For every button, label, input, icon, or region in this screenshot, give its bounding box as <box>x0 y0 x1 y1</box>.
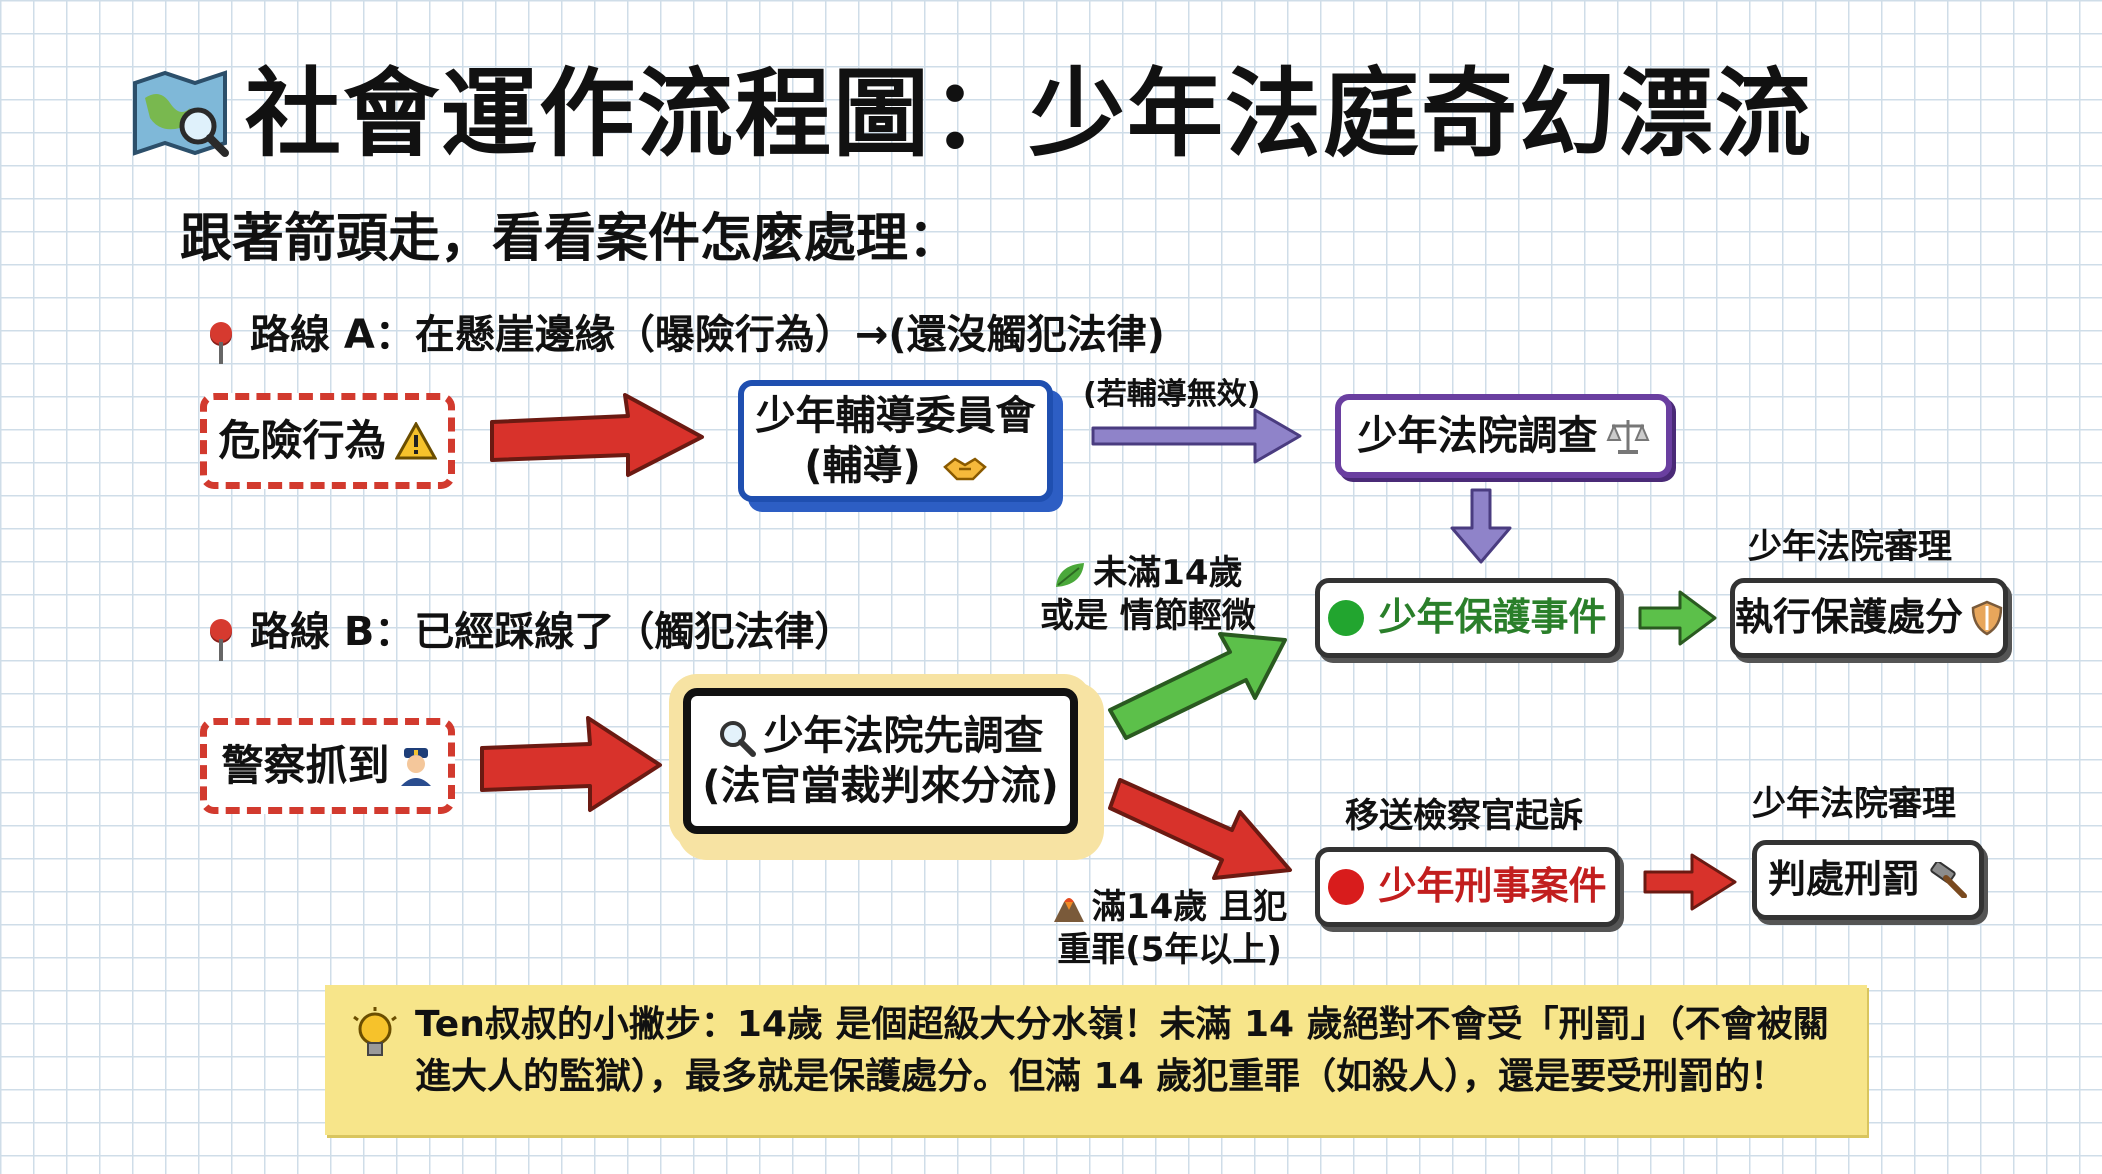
route-b-label: 路線 B：已經踩線了（觸犯法律） <box>210 599 854 661</box>
court-investigation-box: 少年法院調查 <box>1335 394 1672 478</box>
police-box: 警察抓到 <box>200 718 455 814</box>
page-title: 社會運作流程圖：少年法庭奇幻漂流 <box>245 58 1813 170</box>
shield-icon <box>1971 600 2003 636</box>
arrow-guidance-to-investigation <box>1091 408 1302 464</box>
route-a-label: 路線 A：在懸崖邊緣（曝險行為）→(還沒觸犯法律) <box>210 302 1165 364</box>
protective-measure-box: 執行保護處分 <box>1730 578 2008 658</box>
guidance-committee-box: 少年輔導委員會 (輔導) <box>738 380 1053 502</box>
tip-line-1: Ten叔叔的小撇步：14歲 是個超級大分水嶺！未滿 14 歲絕對不會受「刑罰」（… <box>415 1004 1829 1045</box>
page-subtitle: 跟著箭頭走，看看案件怎麼處理： <box>180 209 961 269</box>
handshake-icon <box>942 457 987 481</box>
tip-box: Ten叔叔的小撇步：14歲 是個超級大分水嶺！未滿 14 歲絕對不會受「刑罰」（… <box>325 985 1867 1135</box>
criminal-case-box: 少年刑事案件 <box>1315 847 1620 927</box>
criminal-court-label: 少年法院審理 <box>1752 784 1956 824</box>
arrow-court-to-protect <box>1108 632 1287 740</box>
green-dot-icon <box>1328 600 1365 636</box>
court-first-investigation-box: 少年法院先調查 (法官當裁判來分流) <box>683 688 1078 834</box>
warning-icon <box>394 422 437 460</box>
protect-condition-label: 未滿14歲 或是 情節輕微 <box>1040 553 1256 636</box>
protect-court-label: 少年法院審理 <box>1748 527 1952 567</box>
police-officer-icon <box>400 748 431 786</box>
magnifier-icon <box>719 721 756 757</box>
map-magnifier-icon <box>133 70 229 157</box>
arrow-criminal-to-penalty <box>1643 853 1737 911</box>
arrow-investigation-to-protect <box>1450 488 1512 564</box>
pin-icon <box>210 619 232 661</box>
leaf-icon <box>1056 562 1085 587</box>
volcano-icon <box>1054 897 1084 922</box>
arrow-court-to-criminal <box>1108 778 1292 880</box>
guidance-failed-note: (若輔導無效) <box>1083 377 1261 412</box>
protect-case-box: 少年保護事件 <box>1315 578 1620 658</box>
red-dot-icon <box>1328 869 1365 905</box>
arrow-police-to-court <box>480 716 662 812</box>
prosecutor-label: 移送檢察官起訴 <box>1345 796 1583 836</box>
pin-icon <box>210 322 232 364</box>
scales-icon <box>1605 420 1650 454</box>
hammer-icon <box>1930 862 1967 898</box>
lightbulb-icon <box>353 1007 397 1056</box>
tip-line-2: 進大人的監獄），最多就是保護處分。但滿 14 歲犯重罪（如殺人），還是要受刑罰的… <box>415 1056 1787 1098</box>
criminal-condition-label: 滿14歲 且犯 重罪(5年以上) <box>1052 886 1287 971</box>
criminal-penalty-box: 判處刑罰 <box>1752 840 1984 920</box>
arrow-protect-to-measure <box>1638 590 1717 646</box>
arrow-risk-to-guidance <box>490 393 704 477</box>
risk-behavior-box: 危險行為 <box>200 393 455 489</box>
